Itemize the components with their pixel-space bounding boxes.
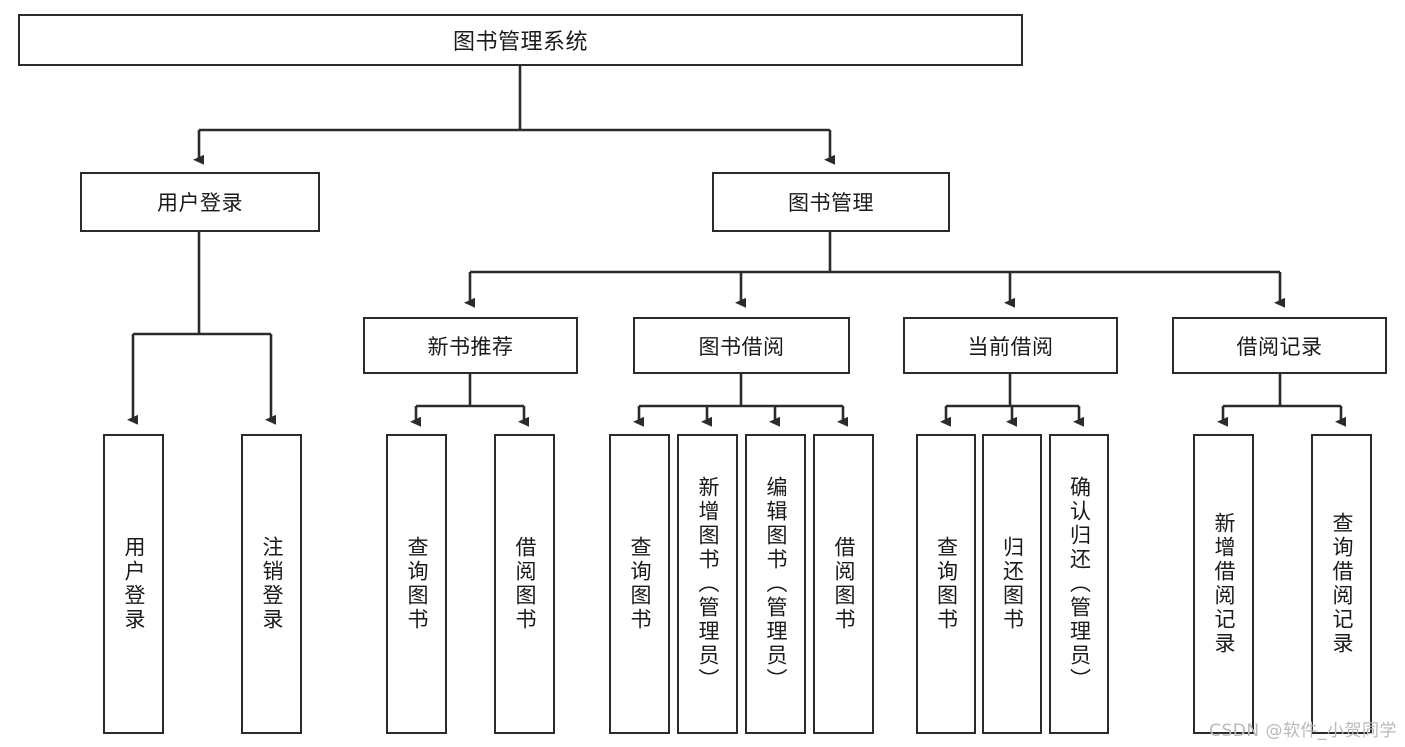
node-label: 借阅记录: [1236, 334, 1323, 359]
node-label: 注销登录: [260, 536, 284, 632]
node-label: 借阅图书: [513, 536, 537, 632]
node-label: 查询图书: [628, 536, 652, 632]
node-label: 图书借阅: [698, 334, 785, 359]
node-root-book-management-system[interactable]: 图书管理系统: [18, 14, 1023, 66]
node-book-borrow[interactable]: 图书借阅: [633, 317, 850, 374]
leaf-edit-book-admin[interactable]: 编辑图书（管理员）: [745, 434, 806, 734]
leaf-borrow-book-recommend[interactable]: 借阅图书: [494, 434, 555, 734]
node-label: 归还图书: [1000, 536, 1025, 632]
node-label: 查询图书: [405, 536, 429, 632]
leaf-query-book-recommend[interactable]: 查询图书: [386, 434, 447, 734]
node-label: 图书管理: [788, 191, 874, 215]
leaf-query-book-borrow[interactable]: 查询图书: [609, 434, 670, 734]
node-label: 用户登录: [157, 191, 243, 215]
node-label: 借阅图书: [832, 536, 856, 632]
leaf-logout-login[interactable]: 注销登录: [241, 434, 302, 734]
node-label: 查询借阅记录: [1330, 512, 1354, 656]
node-user-login[interactable]: 用户登录: [80, 172, 320, 232]
node-label: 当前借阅: [967, 334, 1054, 359]
node-label: 查询图书: [934, 536, 959, 632]
node-label: 确认归还（管理员）: [1067, 476, 1092, 692]
node-label: 新增借阅记录: [1212, 512, 1236, 656]
leaf-return-book[interactable]: 归还图书: [982, 434, 1042, 734]
leaf-add-book-admin[interactable]: 新增图书（管理员）: [677, 434, 738, 734]
node-borrow-record[interactable]: 借阅记录: [1172, 317, 1387, 374]
node-current-borrow[interactable]: 当前借阅: [903, 317, 1118, 374]
node-label: 图书管理系统: [452, 30, 588, 55]
node-new-book-recommend[interactable]: 新书推荐: [363, 317, 578, 374]
leaf-confirm-return-admin[interactable]: 确认归还（管理员）: [1049, 434, 1109, 734]
leaf-user-login[interactable]: 用户登录: [103, 434, 164, 734]
node-label: 用户登录: [122, 536, 146, 632]
node-label: 新增图书（管理员）: [696, 476, 720, 692]
leaf-borrow-book[interactable]: 借阅图书: [813, 434, 874, 734]
node-label: 编辑图书（管理员）: [764, 476, 788, 692]
node-book-management[interactable]: 图书管理: [712, 172, 950, 232]
node-label: 新书推荐: [427, 334, 514, 359]
leaf-query-book-current[interactable]: 查询图书: [916, 434, 976, 734]
leaf-query-borrow-record[interactable]: 查询借阅记录: [1311, 434, 1372, 734]
leaf-add-borrow-record[interactable]: 新增借阅记录: [1193, 434, 1254, 734]
